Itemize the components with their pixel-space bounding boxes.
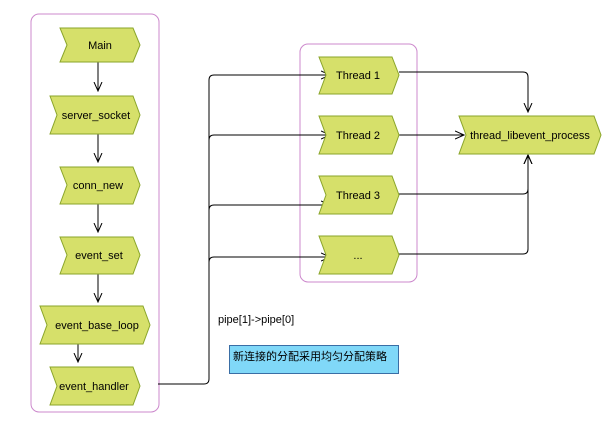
thread-pool-group: [299, 43, 418, 283]
node-event-set-label: event_set: [75, 250, 123, 262]
node-event-handler-label: event_handler: [59, 381, 129, 393]
node-thread-1-label: Thread 1: [336, 70, 380, 82]
main-flow-group: [30, 13, 160, 413]
connector-to-thread-1: [208, 75, 330, 81]
node-conn-new-label: conn_new: [73, 180, 123, 192]
node-conn-new[interactable]: conn_new: [59, 166, 141, 205]
main-flow-shapes: Main server_socket conn_new event_set ev…: [39, 27, 151, 406]
node-server-socket-label: server_socket: [62, 110, 130, 122]
connector-handler-trunk: [158, 80, 210, 385]
node-event-base-loop[interactable]: event_base_loop: [39, 305, 151, 345]
node-thread-more-label: ...: [353, 250, 362, 262]
dispatch-connectors: [158, 75, 330, 385]
connector-to-thread-more: [208, 257, 330, 263]
pipe-label: pipe[1]->pipe[0]: [218, 314, 295, 326]
connector-thread-3-to-process: [399, 155, 528, 195]
node-thread-libevent-process[interactable]: thread_libevent_process: [458, 115, 602, 155]
node-event-base-loop-label: event_base_loop: [55, 320, 139, 332]
node-thread-3[interactable]: Thread 3: [318, 175, 400, 215]
node-thread-2[interactable]: Thread 2: [318, 115, 400, 155]
node-thread-2-label: Thread 2: [336, 130, 380, 142]
node-thread-libevent-process-label: thread_libevent_process: [470, 130, 590, 142]
node-main[interactable]: Main: [59, 27, 141, 63]
connector-to-thread-3: [208, 205, 330, 211]
note-text: 新连接的分配采用均匀分配策略: [233, 351, 387, 363]
connector-thread-1-to-process: [399, 71, 528, 112]
node-thread-more[interactable]: ...: [318, 235, 400, 275]
node-server-socket[interactable]: server_socket: [49, 95, 141, 135]
node-main-label: Main: [88, 40, 112, 52]
main-flow-connectors: [78, 62, 98, 362]
process-connectors: [399, 71, 528, 255]
node-event-handler[interactable]: event_handler: [49, 366, 141, 406]
note-box: 新连接的分配采用均匀分配策略: [229, 345, 399, 374]
node-event-set[interactable]: event_set: [59, 236, 141, 275]
node-thread-1[interactable]: Thread 1: [318, 56, 400, 95]
connector-thread-more-to-process: [399, 155, 528, 255]
node-thread-3-label: Thread 3: [336, 190, 380, 202]
connector-to-thread-2: [208, 135, 330, 141]
thread-shapes: Thread 1 Thread 2 Thread 3 ...: [318, 56, 400, 275]
